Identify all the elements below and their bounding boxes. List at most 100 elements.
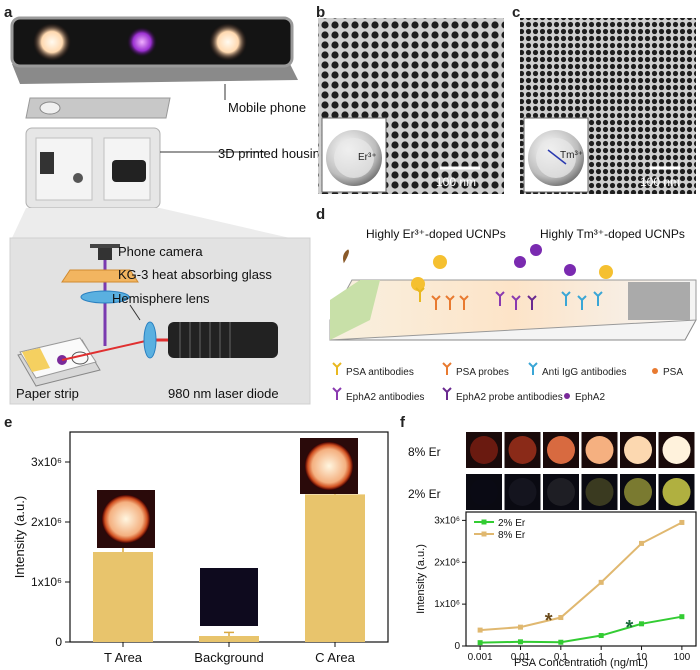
panel-letter-c: c bbox=[512, 4, 521, 21]
chart-f-xtick-label: 0.01 bbox=[511, 652, 531, 663]
row-label-2er: 2% Er bbox=[408, 487, 441, 501]
thumb-8er-spot bbox=[624, 436, 652, 464]
chart-f-ylabel: Intensity (a.u.) bbox=[415, 544, 427, 614]
thumb-8er-spot bbox=[585, 436, 614, 464]
legend-anti-igg: Anti IgG antibodies bbox=[528, 362, 627, 378]
laser-diode-label: 980 nm laser diode bbox=[168, 386, 279, 401]
thumb-2er-spot bbox=[662, 478, 691, 506]
mobile-phone-label: Mobile phone bbox=[228, 100, 306, 115]
chart-f-series-line bbox=[480, 521, 683, 632]
hemisphere-lens-label: Hemisphere lens bbox=[112, 291, 210, 306]
legend-psa-antibodies: PSA antibodies bbox=[332, 362, 414, 378]
svg-text:PSA: PSA bbox=[663, 367, 683, 378]
chart-f-xtick-label: 1 bbox=[598, 652, 604, 663]
legend-epha2: EphA2 bbox=[564, 392, 605, 403]
tm-ucnp-label: Highly Tm³⁺-doped UCNPs bbox=[540, 227, 685, 241]
thumb-8er-spot bbox=[470, 436, 498, 464]
thumb-2er-spot bbox=[508, 478, 537, 506]
legend-psa: PSA bbox=[652, 367, 683, 378]
chart-f-point bbox=[598, 579, 604, 585]
chart-f-series-line bbox=[480, 615, 683, 644]
thumb-2er-spot bbox=[470, 478, 498, 506]
svg-text:EphA2: EphA2 bbox=[575, 392, 605, 403]
panel-letter-b: b bbox=[316, 4, 326, 21]
chart-e-ytick-label: 1x10⁶ bbox=[31, 575, 62, 589]
paper-strip-label: Paper strip bbox=[16, 386, 79, 401]
chart-f-asterisk-marker: * bbox=[625, 617, 633, 639]
chart-f-xlabel: PSA Concentration (ng/mL) bbox=[514, 657, 648, 669]
chart-f-point bbox=[679, 614, 685, 620]
chart-e-ytick-label: 2x10⁶ bbox=[31, 515, 62, 529]
chart-f-point bbox=[679, 519, 685, 525]
thumb-2er-spot bbox=[585, 478, 614, 506]
panel-letter-a: a bbox=[4, 4, 13, 21]
chart-e-ytick-label: 3x10⁶ bbox=[31, 455, 62, 469]
chart-e-category-label: C Area bbox=[315, 650, 356, 665]
scale-bar-b: 100 nm bbox=[436, 175, 476, 189]
chart-f-ytick-label: 1x10⁶ bbox=[434, 599, 460, 610]
chart-f-point bbox=[477, 627, 483, 633]
chart-f-point bbox=[639, 621, 645, 627]
chart-f-point bbox=[477, 640, 483, 646]
chart-f-point bbox=[598, 633, 604, 639]
panel-f: 8% Er 2% Er Intensity (a.u.) PSA Concent… bbox=[408, 432, 697, 669]
background-spot-image bbox=[200, 568, 258, 626]
chart-f-frame bbox=[465, 511, 697, 647]
chart-e-bar bbox=[305, 494, 365, 642]
thumb-8er-spot bbox=[508, 436, 537, 464]
row-label-8er: 8% Er bbox=[408, 445, 441, 459]
mobile-phone-image bbox=[10, 16, 298, 84]
panel-b-tem-image: Er³⁺ 100 nm bbox=[318, 18, 504, 194]
thumb-8er-spot bbox=[547, 436, 575, 464]
chart-f-point bbox=[517, 624, 523, 630]
tm-inset-label: Tm³⁺ bbox=[560, 150, 583, 161]
legend-epha2-antibodies: EphA2 antibodies bbox=[332, 387, 424, 403]
chart-f-ytick-label: 3x10⁶ bbox=[434, 515, 460, 526]
chart-f-point bbox=[558, 639, 564, 645]
phone-camera-label: Phone camera bbox=[118, 244, 203, 259]
housing-label: 3D printed housing bbox=[218, 146, 327, 161]
chart-f-xtick-label: 100 bbox=[674, 652, 691, 663]
svg-text:PSA probes: PSA probes bbox=[456, 367, 509, 378]
svg-text:EphA2 probe antibodies: EphA2 probe antibodies bbox=[456, 392, 563, 403]
chart-e-ytick-label: 0 bbox=[55, 635, 62, 649]
panel-letter-d: d bbox=[316, 206, 326, 223]
panel-e-bar-chart: Intensity (a.u.) 0 1x10⁶ 2x10⁶ 3x10⁶ T Area… bbox=[12, 431, 389, 665]
chart-f-ytick-label: 0 bbox=[454, 641, 460, 652]
chart-e-category-label: T Area bbox=[104, 650, 143, 665]
chart-e-bar bbox=[93, 552, 153, 642]
chart-f-legend-marker bbox=[481, 531, 487, 537]
3d-printed-housing-image bbox=[25, 127, 161, 209]
chart-e-ylabel: Intensity (a.u.) bbox=[12, 496, 27, 578]
luminescence-thumbnails bbox=[466, 432, 695, 510]
chart-f-point bbox=[558, 615, 564, 621]
panel-d-legend: PSA antibodies PSA probes Anti IgG antib… bbox=[332, 362, 683, 403]
chart-f-legend-label: 2% Er bbox=[498, 518, 526, 529]
chart-f-point bbox=[639, 540, 645, 546]
chart-f-xtick-label: 0.001 bbox=[468, 652, 493, 663]
svg-text:EphA2 antibodies: EphA2 antibodies bbox=[346, 392, 424, 403]
svg-text:Anti IgG antibodies: Anti IgG antibodies bbox=[542, 367, 627, 378]
panel-c-tem-image: Tm³⁺ 100 nm bbox=[520, 18, 696, 194]
chart-f-asterisk-marker: * bbox=[545, 610, 553, 632]
er-inset-label: Er³⁺ bbox=[358, 152, 377, 163]
er-ucnp-label: Highly Er³⁺-doped UCNPs bbox=[366, 227, 506, 241]
chart-f-ytick-label: 2x10⁶ bbox=[434, 557, 460, 568]
svg-text:PSA antibodies: PSA antibodies bbox=[346, 367, 414, 378]
chart-e-category-label: Background bbox=[194, 650, 263, 665]
chart-f-point bbox=[517, 639, 523, 645]
thumb-2er-spot bbox=[624, 478, 652, 506]
panel-letter-e: e bbox=[4, 414, 13, 431]
panel-a-illustration: Mobile phone 3D printed housing Phone ca… bbox=[9, 16, 327, 405]
chart-f-legend-label: 8% Er bbox=[498, 530, 526, 541]
chart-f-legend-marker bbox=[481, 519, 487, 525]
scale-bar-c: 100 nm bbox=[640, 175, 680, 189]
chart-f-xtick-label: 0.1 bbox=[554, 652, 568, 663]
panel-d-strip-diagram: Highly Er³⁺-doped UCNPs Highly Tm³⁺-dope… bbox=[329, 227, 697, 341]
panel-letter-f: f bbox=[400, 414, 405, 431]
chart-f-xtick-label: 10 bbox=[636, 652, 648, 663]
chart-e-bar bbox=[199, 636, 259, 642]
thumb-8er-spot bbox=[662, 436, 691, 464]
kg3-glass-label: KG-3 heat absorbing glass bbox=[118, 267, 272, 282]
legend-epha2-probe-antibodies: EphA2 probe antibodies bbox=[442, 387, 563, 403]
